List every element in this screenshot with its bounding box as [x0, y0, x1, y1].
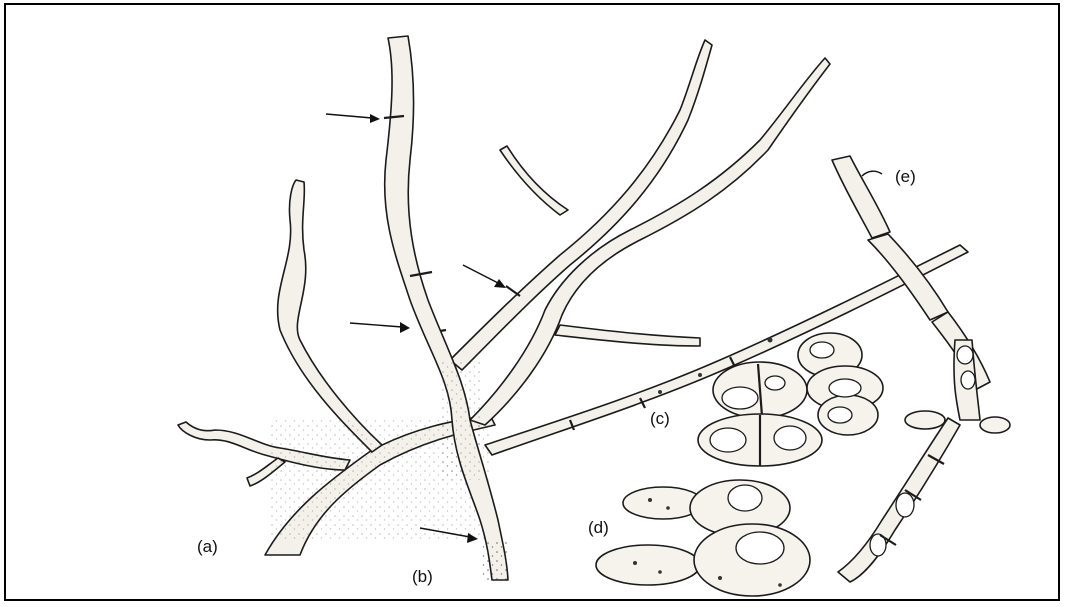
- septum-arrow-middle-right: [463, 265, 506, 288]
- label-b: (b): [412, 567, 433, 586]
- septum-arrow-upper: [326, 114, 380, 123]
- label-a: (a): [197, 537, 218, 556]
- septum-arrow-e: [862, 171, 882, 176]
- label-e: (e): [895, 167, 916, 186]
- septum-arrow-middle-left: [350, 322, 410, 333]
- label-d: (d): [588, 518, 609, 537]
- budding-yeast-d: [596, 480, 810, 596]
- yeast-cells-c: [698, 333, 883, 466]
- label-c: (c): [650, 409, 670, 428]
